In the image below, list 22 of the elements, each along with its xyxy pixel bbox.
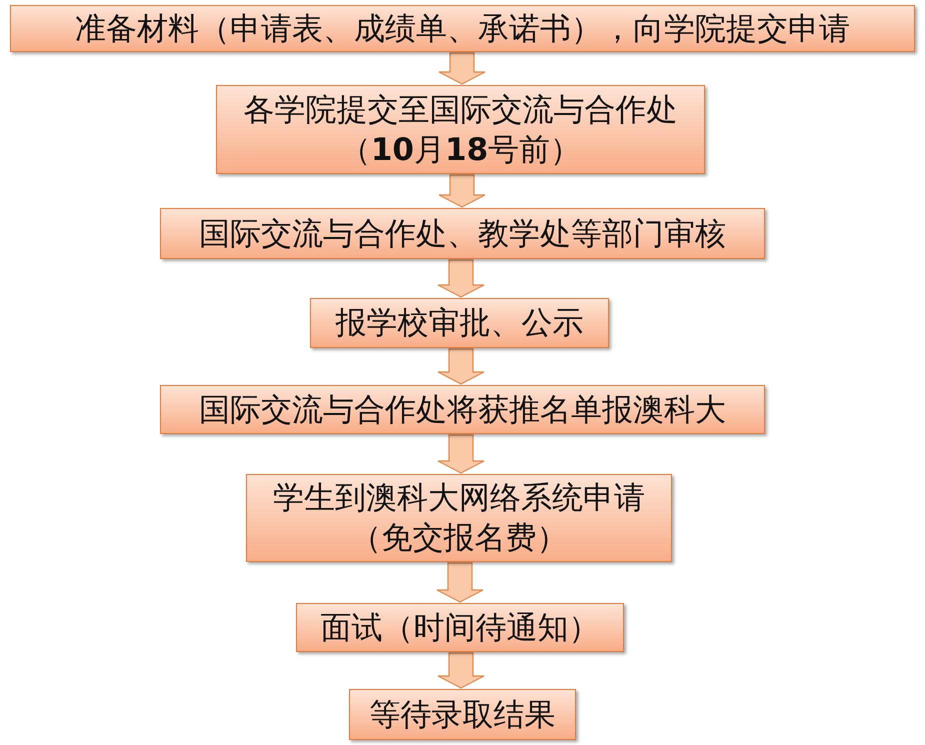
step-text: 等待录取结果 <box>370 696 556 734</box>
process-box <box>216 85 705 174</box>
process-box <box>10 5 915 52</box>
block-arrow <box>437 259 485 298</box>
block-arrow <box>436 562 484 603</box>
process-box <box>296 603 624 652</box>
block-arrow <box>437 348 485 385</box>
process-box <box>349 689 576 740</box>
step-text: 学生到澳科大网络系统申请（免交报名费） <box>272 479 646 558</box>
block-arrow <box>437 652 485 689</box>
process-box <box>246 474 672 562</box>
block-arrow <box>437 434 485 474</box>
process-box <box>310 298 609 348</box>
process-box <box>160 208 765 259</box>
block-arrow <box>438 52 486 85</box>
step-text: 国际交流与合作处将获推名单报澳科大 <box>199 390 726 430</box>
step-text: 准备材料（申请表、成绩单、承诺书），向学院提交申请 <box>75 10 850 48</box>
block-arrow <box>438 174 486 208</box>
step-text: 报学校审批、公示 <box>336 304 584 343</box>
step-text: 国际交流与合作处、教学处等部门审核 <box>199 214 726 254</box>
process-box <box>160 385 765 434</box>
step-text: 面试（时间待通知） <box>320 608 600 648</box>
